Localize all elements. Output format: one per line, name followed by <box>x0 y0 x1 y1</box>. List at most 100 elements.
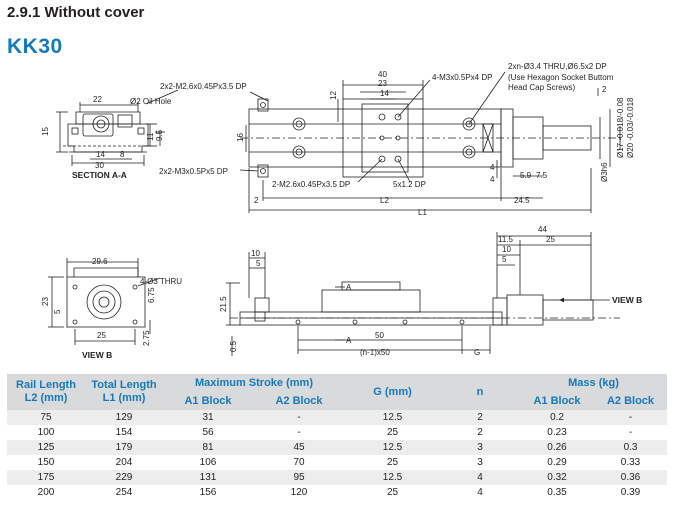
cell-mass-a2: 0.39 <box>594 485 668 500</box>
cell-mass-a1: 0.2 <box>520 410 595 425</box>
table-row: 200 254 156 120 25 4 0.35 0.39 <box>7 485 668 500</box>
cell-l1: 154 <box>85 425 163 440</box>
dim-17: Ø17 -0.018/-0.08 <box>616 97 625 158</box>
dim-10-side: 10 <box>502 245 511 254</box>
dim-20: Ø20 -0.03/-0.018 <box>626 97 635 158</box>
dim-8: 8 <box>120 150 125 159</box>
dim-4b: 4 <box>490 163 495 172</box>
section-a-a-title: SECTION A-A <box>72 170 127 180</box>
header-n: n <box>440 374 521 410</box>
cell-g: 25 <box>345 455 441 470</box>
cell-n: 2 <box>440 410 521 425</box>
dim-l1: L1 <box>418 208 427 217</box>
side-view <box>226 232 620 356</box>
dim-50: 50 <box>375 331 384 340</box>
cell-stroke-a1: 131 <box>163 470 253 485</box>
dim-2-75: 2.75 <box>142 330 151 346</box>
cell-mass-a2: - <box>594 410 668 425</box>
table-row: 150 204 106 70 25 3 0.29 0.33 <box>7 455 668 470</box>
header-mass-a1: A1 Block <box>520 393 595 410</box>
cell-n: 4 <box>440 485 521 500</box>
dim-6-75: 6.75 <box>147 287 156 303</box>
cell-stroke-a1: 156 <box>163 485 253 500</box>
dim-25: 25 <box>97 331 106 340</box>
cell-l2: 175 <box>7 470 85 485</box>
table-row: 175 229 131 95 12.5 4 0.32 0.36 <box>7 470 668 485</box>
cell-l2: 125 <box>7 440 85 455</box>
section-mark-a: A <box>346 283 352 292</box>
cell-g: 25 <box>345 485 441 500</box>
header-mass: Mass (kg) <box>520 374 668 393</box>
section-a-a-view <box>56 89 179 166</box>
cell-mass-a2: 0.33 <box>594 455 668 470</box>
dim-24-5: 24.5 <box>514 196 530 205</box>
dim-30: 30 <box>95 161 104 170</box>
cell-mass-a1: 0.32 <box>520 470 595 485</box>
dim-44: 44 <box>538 225 547 234</box>
cell-n: 2 <box>440 425 521 440</box>
callout-thru-1: 2xn-Ø3.4 THRU,Ø6.5x2 DP <box>508 62 607 71</box>
cell-g: 25 <box>345 425 441 440</box>
cell-l1: 229 <box>85 470 163 485</box>
cell-mass-a1: 0.26 <box>520 440 595 455</box>
callout-tap-1: 2x2-M2.6x0.45Px3.5 DP <box>160 82 247 91</box>
dim-0-5: 0.5 <box>229 340 238 352</box>
cell-n: 4 <box>440 470 521 485</box>
cell-l1: 179 <box>85 440 163 455</box>
callout-tap-5: 5x1.2 DP <box>393 180 426 189</box>
dim-2-right: 2 <box>602 85 607 94</box>
table-row: 75 129 31 - 12.5 2 0.2 - <box>7 410 668 425</box>
dim-14-top: 14 <box>380 89 389 98</box>
cell-l1: 204 <box>85 455 163 470</box>
dim-29-6: 29.6 <box>92 257 108 266</box>
header-g: G (mm) <box>345 374 441 410</box>
cell-mass-a2: 0.3 <box>594 440 668 455</box>
dim-n1x50: (n-1)x50 <box>360 348 390 357</box>
callout-thru-2: 4-Ø3 THRU <box>140 277 182 286</box>
header-mass-a2: A2 Block <box>594 393 668 410</box>
cell-stroke-a1: 31 <box>163 410 253 425</box>
dim-21-5: 21.5 <box>219 296 228 312</box>
callout-tap-4: 2-M2.6x0.45Px3.5 DP <box>272 180 350 189</box>
cell-mass-a1: 0.29 <box>520 455 595 470</box>
dim-11-5: 11.5 <box>498 235 514 244</box>
header-stroke-a2: A2 Block <box>253 393 346 410</box>
cell-n: 3 <box>440 440 521 455</box>
header-stroke-a1: A1 Block <box>163 393 253 410</box>
cell-mass-a1: 0.35 <box>520 485 595 500</box>
cell-g: 12.5 <box>345 470 441 485</box>
cell-stroke-a1: 56 <box>163 425 253 440</box>
cell-stroke-a1: 106 <box>163 455 253 470</box>
dim-12: 12 <box>329 91 338 100</box>
dim-5-9: 5.9 <box>520 171 532 180</box>
callout-thru-1-note-1: (Use Hexagon Socket Buttom <box>508 73 614 82</box>
dim-5-side-b: 5 <box>502 255 507 264</box>
dim-25-side: 25 <box>546 235 555 244</box>
dim-22: 22 <box>93 95 102 104</box>
view-b <box>48 258 161 345</box>
dim-7-5: 7.5 <box>536 171 548 180</box>
section-title: 2.9.1 Without cover <box>7 4 145 21</box>
dim-9-5: 9.5 <box>155 129 164 141</box>
dim-23-b: 23 <box>41 297 50 306</box>
model-title: KK30 <box>7 35 63 58</box>
oil-hole-label: Ø2 Oil Hole <box>130 97 172 106</box>
dim-g: G <box>474 348 480 357</box>
dim-40: 40 <box>378 70 387 79</box>
cell-stroke-a2: 120 <box>253 485 346 500</box>
cell-g: 12.5 <box>345 440 441 455</box>
top-view <box>239 71 621 213</box>
cell-n: 3 <box>440 455 521 470</box>
cell-g: 12.5 <box>345 410 441 425</box>
callout-tap-3: 4-M3x0.5Px4 DP <box>432 73 492 82</box>
dim-l2: L2 <box>380 196 389 205</box>
cell-l2: 75 <box>7 410 85 425</box>
dim-5-side: 5 <box>256 259 261 268</box>
cell-l1: 129 <box>85 410 163 425</box>
header-max-stroke: Maximum Stroke (mm) <box>163 374 346 393</box>
dim-16: 16 <box>236 133 245 142</box>
dim-4: 4 <box>490 175 495 184</box>
cell-stroke-a2: 70 <box>253 455 346 470</box>
